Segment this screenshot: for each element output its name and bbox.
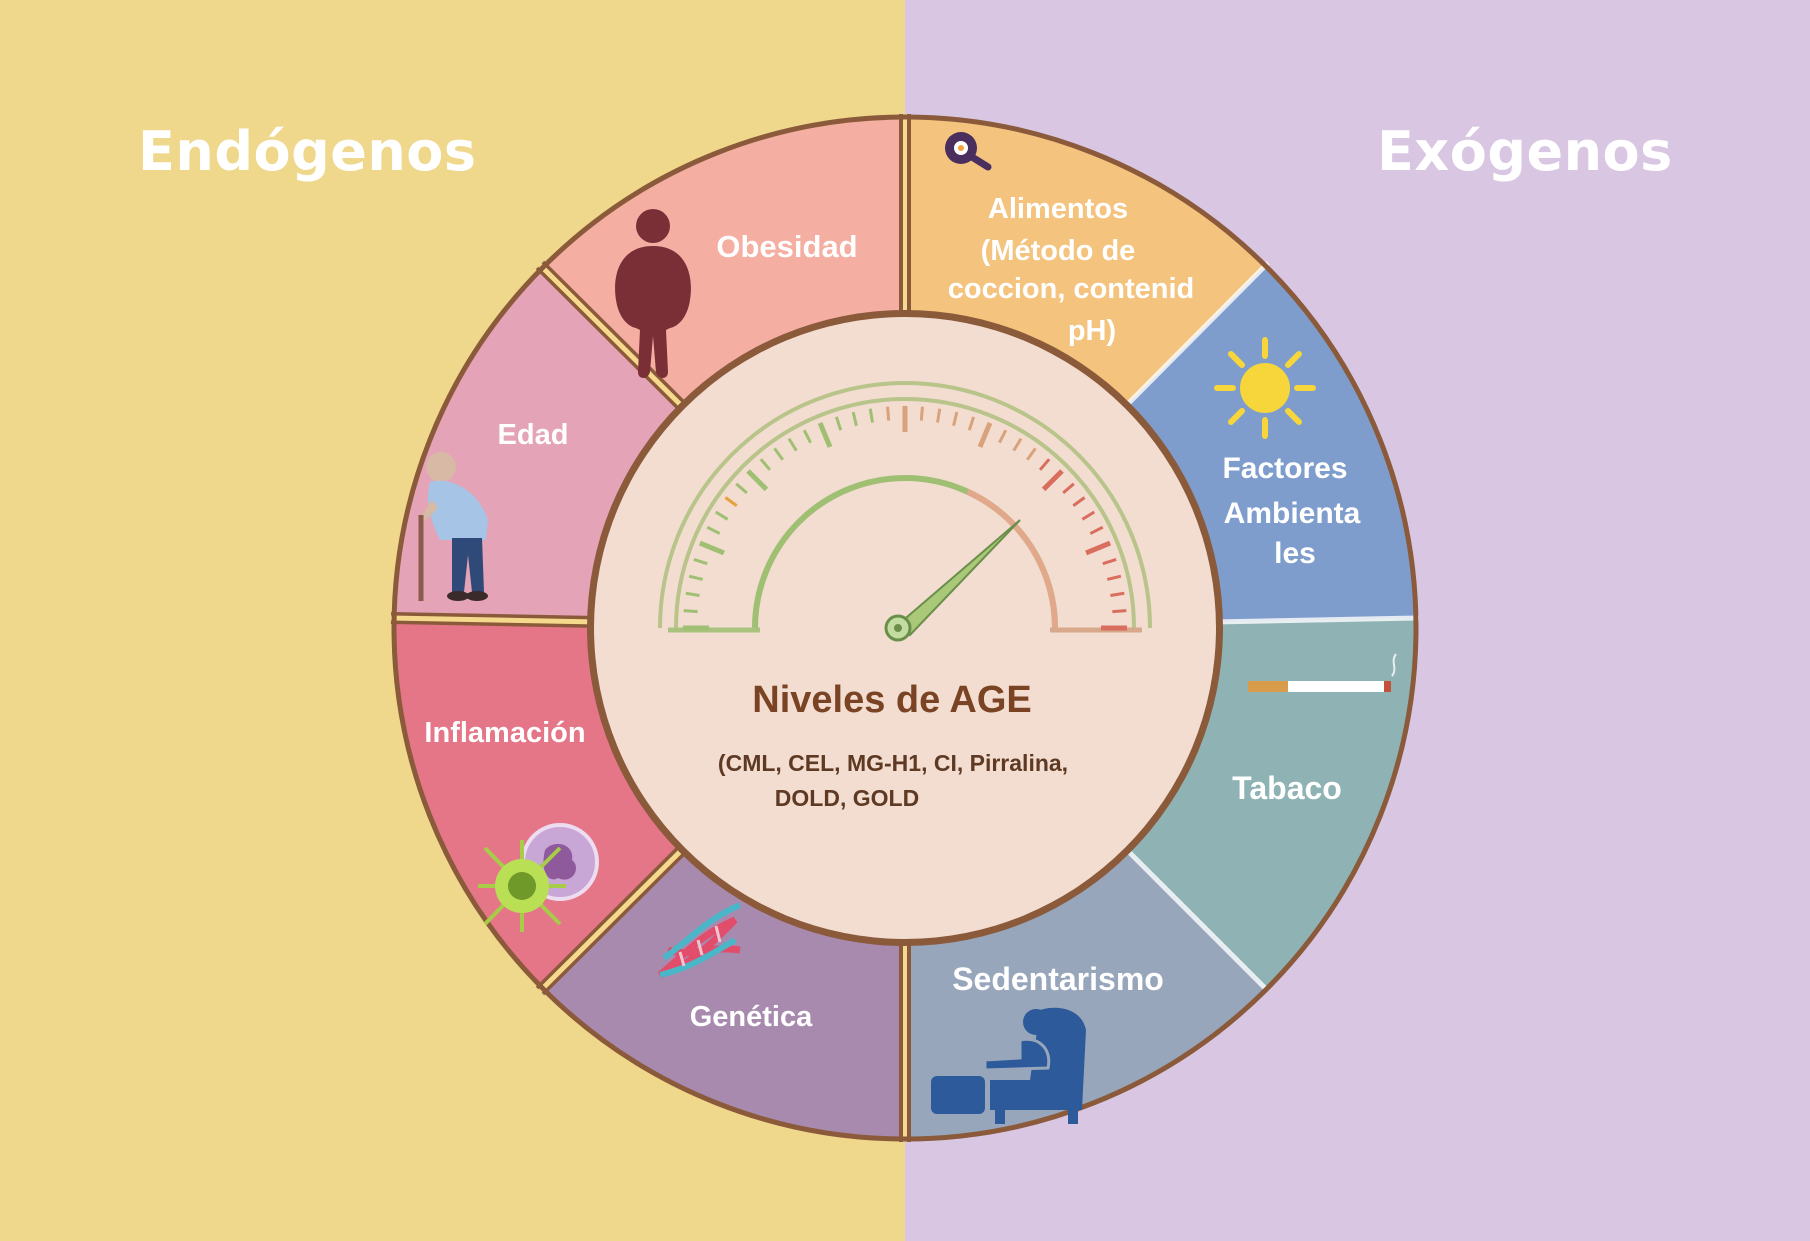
frying-pan-icon xyxy=(945,132,992,171)
gauge-tick xyxy=(1112,609,1127,614)
gauge-tick xyxy=(834,416,843,431)
label-inflamacion: Inflamación xyxy=(424,717,585,749)
center-subtitle-line1: (CML, CEL, MG-H1, CI, Pirralina, xyxy=(718,750,1068,776)
sun-icon xyxy=(1214,337,1316,439)
gauge-tick xyxy=(919,406,924,421)
gauge-tick xyxy=(1102,557,1117,566)
label-factores-line3: les xyxy=(1274,537,1316,570)
gauge-tick xyxy=(1038,458,1051,471)
elderly-person-with-cane-icon xyxy=(418,452,488,601)
gauge-tick xyxy=(693,557,708,566)
gauge-tick xyxy=(1041,469,1064,492)
gauge-tick xyxy=(773,447,784,461)
gauge-tick xyxy=(1026,447,1037,461)
gauge-tick xyxy=(1085,540,1112,556)
gauge-tick xyxy=(802,429,812,444)
label-sedentarismo: Sedentarismo xyxy=(952,961,1164,997)
label-alimentos-line4: pH) xyxy=(1068,315,1116,347)
label-genetica: Genética xyxy=(690,1001,813,1033)
gauge-tick xyxy=(851,411,858,427)
gauge-tick xyxy=(1106,574,1122,581)
label-factores-line1: Factores xyxy=(1222,452,1347,485)
gauge-tick xyxy=(688,574,704,581)
gauge-tick xyxy=(886,406,891,421)
immune-cells-icon xyxy=(478,823,599,932)
gauge-tick xyxy=(952,411,959,427)
gauge-tick xyxy=(685,591,700,597)
label-edad: Edad xyxy=(498,419,569,451)
gauge-tick xyxy=(868,408,874,423)
gauge-tick xyxy=(936,408,942,423)
gauge-tick xyxy=(735,482,748,495)
gauge-tick xyxy=(967,416,976,431)
dna-helix-icon xyxy=(657,902,742,979)
gauge-tick xyxy=(1072,496,1086,507)
gauge-tick xyxy=(1110,591,1125,597)
gauge-tick xyxy=(683,609,698,614)
gauge-tick xyxy=(977,421,993,448)
gauge-tick xyxy=(1012,437,1023,452)
gauge-tick xyxy=(706,525,721,535)
label-factores-line2: Ambienta xyxy=(1224,497,1361,530)
gauge-tick xyxy=(724,496,738,507)
gauge-tick xyxy=(787,437,798,452)
gauge-tick xyxy=(1089,525,1104,535)
person-in-armchair-icon xyxy=(931,1007,1086,1124)
label-alimentos-line3: coccion, contenid xyxy=(948,273,1195,305)
gauge-tick xyxy=(998,429,1008,444)
label-obesidad: Obesidad xyxy=(716,229,857,264)
gauge-tick xyxy=(817,421,833,448)
gauge-tick xyxy=(1081,510,1096,521)
center-title: Niveles de AGE xyxy=(752,679,1032,721)
center-subtitle-line2: DOLD, GOLD xyxy=(775,785,919,811)
gauge-icon xyxy=(658,381,1152,642)
label-alimentos-line1: Alimentos xyxy=(988,193,1128,225)
gauge-tick xyxy=(714,510,729,521)
gauge-tick xyxy=(746,469,769,492)
gauge-tick xyxy=(1062,482,1075,495)
heading-exogenos: Exógenos xyxy=(1377,120,1673,183)
wheel-outline xyxy=(391,114,1419,1142)
gauge-tick xyxy=(759,458,772,471)
heading-endogenos: Endógenos xyxy=(138,120,477,183)
obese-person-icon xyxy=(615,209,691,378)
gauge-tick xyxy=(698,540,725,556)
label-tabaco: Tabaco xyxy=(1232,770,1342,806)
label-alimentos-line2: (Método de xyxy=(981,235,1136,267)
cigarette-icon xyxy=(1248,653,1397,692)
